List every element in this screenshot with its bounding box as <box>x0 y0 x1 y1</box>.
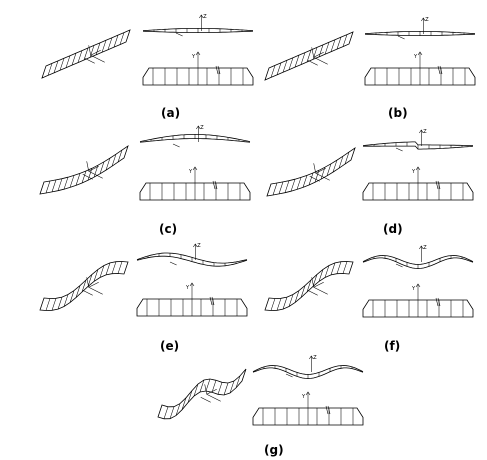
front-axis-label-c: Y <box>188 169 193 175</box>
front-axis-label-e: Y <box>185 285 190 291</box>
front-axis-label-g: Y <box>301 394 306 400</box>
front-axis-label-f: Y <box>411 286 416 292</box>
iso-view-c <box>39 144 129 195</box>
front-view-a: Y <box>142 51 254 86</box>
iso-view-a <box>41 29 131 79</box>
side-view-f: Z <box>362 245 474 270</box>
iso-view-e <box>39 261 129 311</box>
front-axis-label-b: Y <box>413 54 418 60</box>
front-axis-label-d: Y <box>411 169 416 175</box>
panel-label-c: (c) <box>159 222 178 236</box>
iso-view-d <box>266 146 356 197</box>
side-axis-label-c: Z <box>200 125 204 131</box>
side-axis-label-g: Z <box>313 355 317 361</box>
front-view-g: Y <box>252 391 364 426</box>
front-axis-label-a: Y <box>191 54 196 60</box>
side-axis-label-d: Z <box>423 129 427 135</box>
panel-label-g: (g) <box>264 443 284 457</box>
side-view-c: Z <box>139 125 251 148</box>
panel-label-b: (b) <box>388 106 408 120</box>
front-view-b: Y <box>364 51 476 86</box>
front-view-d: Y <box>362 166 474 201</box>
front-view-f: Y <box>362 283 474 318</box>
side-axis-label-e: Z <box>197 243 201 249</box>
side-view-b: Z <box>364 17 476 40</box>
side-view-a: Z <box>142 14 254 37</box>
front-view-e: Y <box>136 282 248 317</box>
panel-label-f: (f) <box>384 339 401 353</box>
panel-label-d: (d) <box>383 222 403 236</box>
front-view-c: Y <box>139 166 251 201</box>
iso-view-g <box>157 368 247 420</box>
side-view-d: Z <box>362 129 474 152</box>
side-view-g: Z <box>252 355 364 380</box>
panel-label-a: (a) <box>161 106 181 120</box>
iso-view-f <box>264 261 354 311</box>
side-axis-label-a: Z <box>203 14 207 20</box>
side-axis-label-f: Z <box>423 245 427 251</box>
panel-label-e: (e) <box>160 339 180 353</box>
iso-view-b <box>264 31 354 81</box>
side-view-e: Z <box>136 243 248 267</box>
side-axis-label-b: Z <box>425 17 429 23</box>
